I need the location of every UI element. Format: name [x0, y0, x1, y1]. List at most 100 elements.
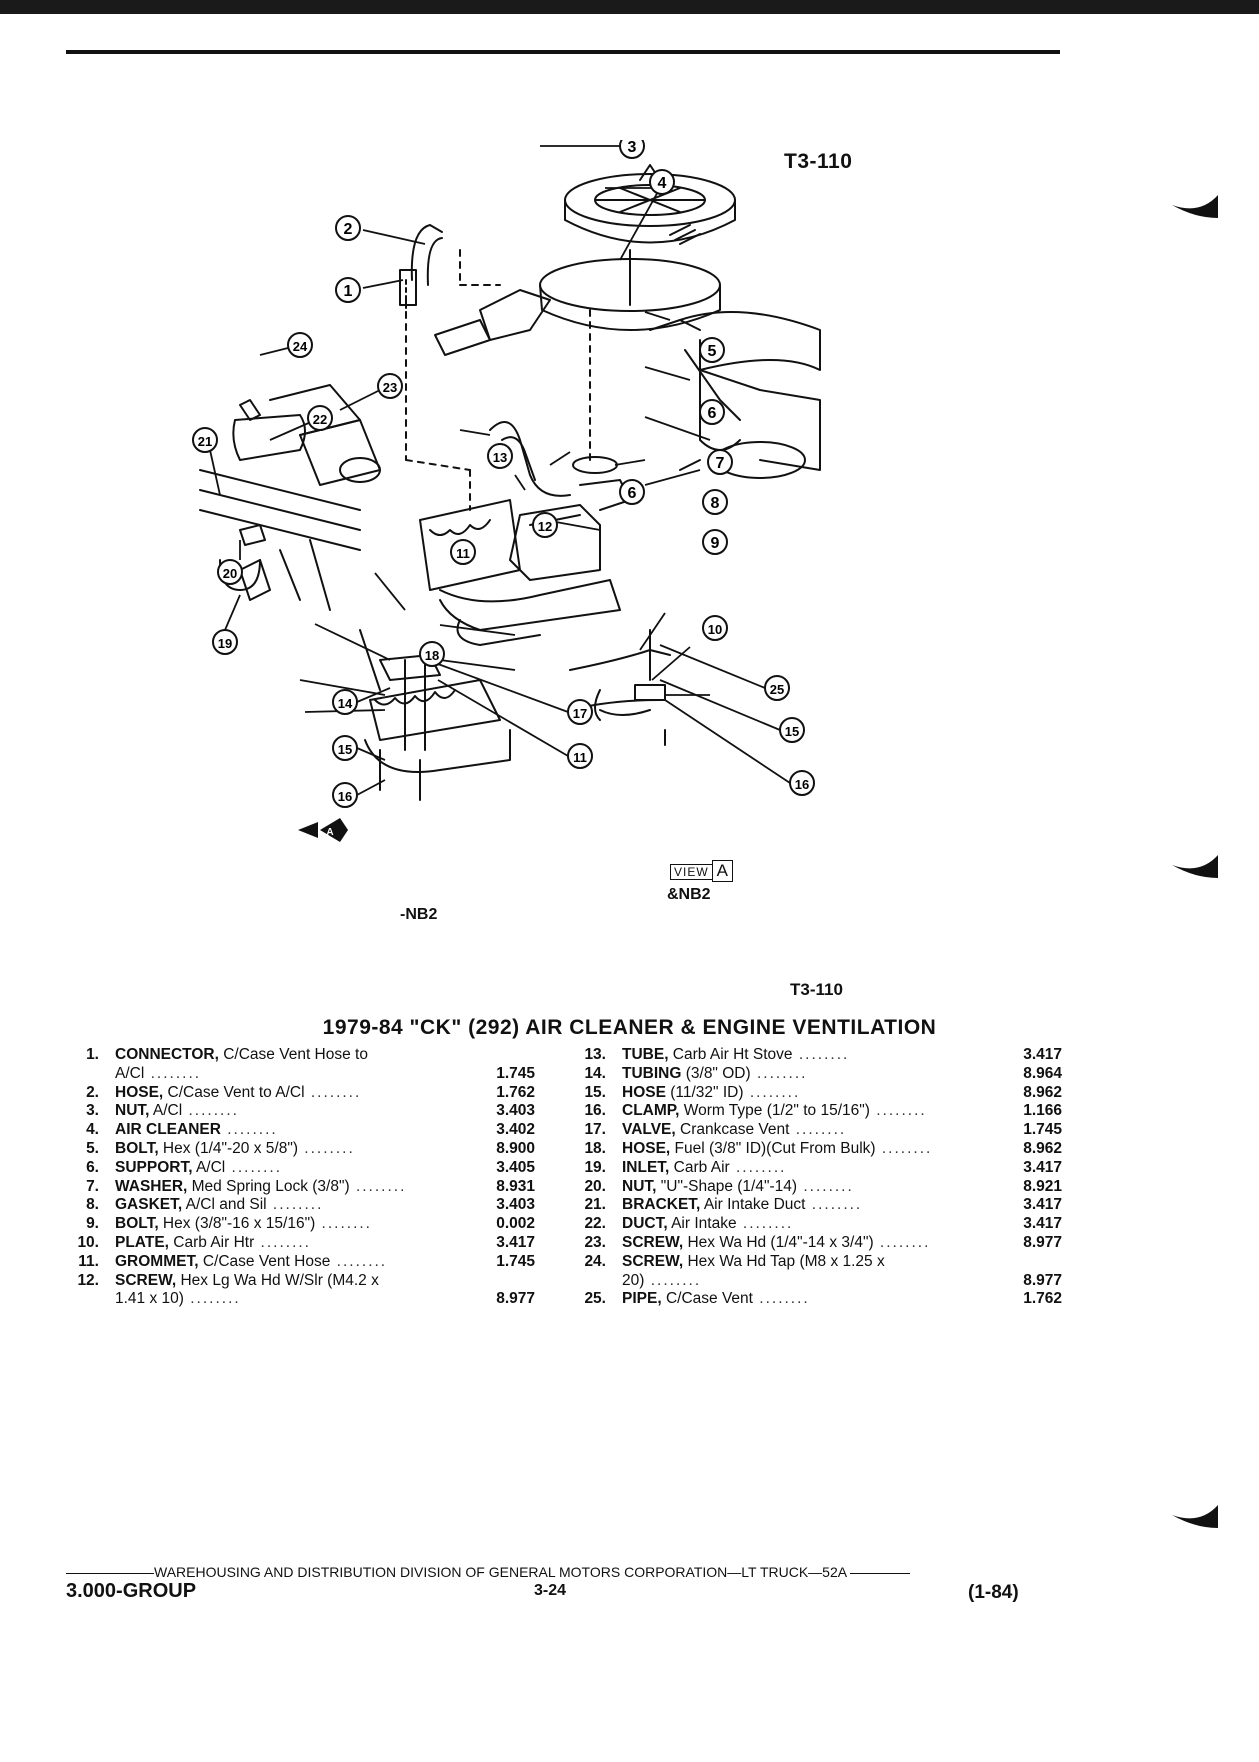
part-detail: Fuel (3/8" ID)(Cut From Bulk): [670, 1139, 876, 1157]
part-row: 8.GASKET, A/Cl and Sil ........3.403: [55, 1196, 535, 1215]
svg-text:2: 2: [344, 221, 353, 238]
part-detail: Hex (3/8"-16 x 15/16"): [158, 1215, 316, 1233]
part-row: 6.SUPPORT, A/Cl ........3.405: [55, 1159, 535, 1178]
svg-text:23: 23: [383, 380, 397, 395]
part-group-code: 3.417: [496, 1233, 535, 1251]
callout-1: 1: [335, 277, 361, 303]
leader-dots: ........: [644, 1271, 702, 1289]
part-detail: A/Cl: [192, 1158, 226, 1176]
leader-dots: ........: [743, 1083, 801, 1101]
svg-text:11: 11: [456, 546, 470, 561]
part-name: GROMMET,: [115, 1252, 199, 1270]
part-group-code: 1.745: [496, 1252, 535, 1270]
part-group-code: 8.900: [496, 1139, 535, 1157]
footer-group: 3.000-GROUP: [66, 1580, 197, 1602]
part-name: SUPPORT,: [115, 1158, 193, 1176]
callout-10: 10: [702, 615, 728, 641]
part-description: WASHER, Med Spring Lock (3/8") ........: [115, 1178, 465, 1197]
part-number: 3.: [86, 1102, 99, 1120]
leader-dots: ........: [225, 1158, 283, 1176]
part-detail: "U"-Shape (1/4"-14): [656, 1177, 798, 1195]
figure-code-lower: T3-110: [790, 980, 843, 999]
part-name: NUT,: [115, 1102, 150, 1120]
svg-text:13: 13: [493, 450, 507, 465]
part-description: CLAMP, Worm Type (1/2" to 15/16") ......…: [622, 1102, 992, 1121]
part-description: HOSE, C/Case Vent to A/Cl ........: [115, 1084, 465, 1103]
exhaust-manifold-right: [679, 311, 821, 479]
part-name: HOSE,: [115, 1083, 164, 1101]
callout-24: 24: [287, 332, 313, 358]
figure-code: T3-110: [784, 150, 853, 173]
part-description: AIR CLEANER ........: [115, 1121, 465, 1140]
callout-16-right: 16: [789, 770, 815, 796]
svg-text:17: 17: [573, 706, 587, 721]
part-name: WASHER,: [115, 1177, 188, 1195]
leader-dots: ........: [875, 1139, 933, 1157]
svg-text:11: 11: [573, 750, 587, 765]
callout-11-top: 11: [450, 539, 476, 565]
svg-text:5: 5: [708, 343, 717, 360]
svg-text:25: 25: [770, 682, 784, 697]
callout-2: 2: [335, 215, 361, 241]
part-group-code: 3.417: [1023, 1215, 1062, 1233]
leader-dots: ........: [183, 1290, 241, 1308]
leader-dots: ........: [736, 1215, 794, 1233]
scan-top-edge: [0, 0, 1259, 14]
part-name: HOSE,: [622, 1139, 671, 1157]
svg-text:A: A: [326, 827, 333, 838]
part-group-code: 8.977: [496, 1290, 535, 1308]
callout-20: 20: [217, 559, 243, 585]
parts-list-right: 13.TUBE, Carb Air Ht Stove ........3.417…: [562, 1046, 1062, 1309]
part-group-code: 8.977: [1023, 1233, 1062, 1251]
part-number: 21.: [584, 1196, 606, 1214]
svg-text:16: 16: [795, 777, 809, 792]
part-description: PIPE, C/Case Vent ........: [622, 1290, 992, 1309]
part-name: PIPE,: [622, 1290, 662, 1308]
air-cleaner-lid: [564, 164, 736, 245]
part-number: 9.: [86, 1215, 99, 1233]
part-detail: C/Case Vent to A/Cl: [163, 1083, 305, 1101]
callout-7: 7: [707, 449, 733, 475]
part-name: CONNECTOR,: [115, 1046, 219, 1063]
scan-tab-mark-2: [1172, 855, 1218, 878]
svg-text:22: 22: [313, 412, 327, 427]
part-group-code: 8.964: [1023, 1064, 1062, 1082]
callout-13: 13: [487, 443, 513, 469]
leader-dots: ........: [349, 1177, 407, 1195]
part-group-code: 8.921: [1023, 1177, 1062, 1195]
leader-dots: ........: [750, 1064, 808, 1082]
part-number: 6.: [86, 1158, 99, 1176]
callout-16-left: 16: [332, 782, 358, 808]
part-name: HOSE: [622, 1083, 666, 1101]
part-row: 2.HOSE, C/Case Vent to A/Cl ........1.76…: [55, 1084, 535, 1103]
view-a-arrow-marker: A: [298, 818, 348, 842]
leader-dots: ........: [752, 1290, 810, 1308]
leader-dots: ........: [254, 1233, 311, 1251]
leader-dots: ........: [298, 1139, 355, 1157]
part-group-code: 8.931: [496, 1177, 535, 1195]
callout-6-right: 6: [699, 399, 725, 425]
part-row: 11.GROMMET, C/Case Vent Hose ........1.7…: [55, 1253, 535, 1272]
leader-dots: ........: [789, 1121, 847, 1139]
part-description: PLATE, Carb Air Htr ........: [115, 1234, 465, 1253]
part-name: NUT,: [622, 1177, 657, 1195]
part-detail: C/Case Vent Hose to: [218, 1046, 368, 1063]
exploded-parts-diagram: 3 4 2 1 24 23 22 21 20 19 5 6 7 8 9 13 6…: [192, 140, 821, 842]
part-group-code: 0.002: [496, 1215, 535, 1233]
svg-text:24: 24: [293, 339, 308, 354]
part-detail-continued: 20): [622, 1271, 645, 1289]
callout-3: 3: [619, 140, 645, 159]
part-group-code: 1.745: [496, 1064, 535, 1082]
part-number: 19.: [584, 1158, 606, 1176]
leader-dots: ........: [315, 1215, 372, 1233]
leader-dots: ........: [266, 1196, 324, 1214]
callout-11-bottom: 11: [567, 743, 593, 769]
callout-15-right: 15: [779, 717, 805, 743]
part-group-code: 8.962: [1023, 1139, 1062, 1157]
part-row: 15.HOSE (11/32" ID) ........8.962: [562, 1084, 1062, 1103]
part-description: NUT, A/Cl ........: [115, 1102, 465, 1121]
part-description: TUBE, Carb Air Ht Stove ........: [622, 1046, 992, 1065]
